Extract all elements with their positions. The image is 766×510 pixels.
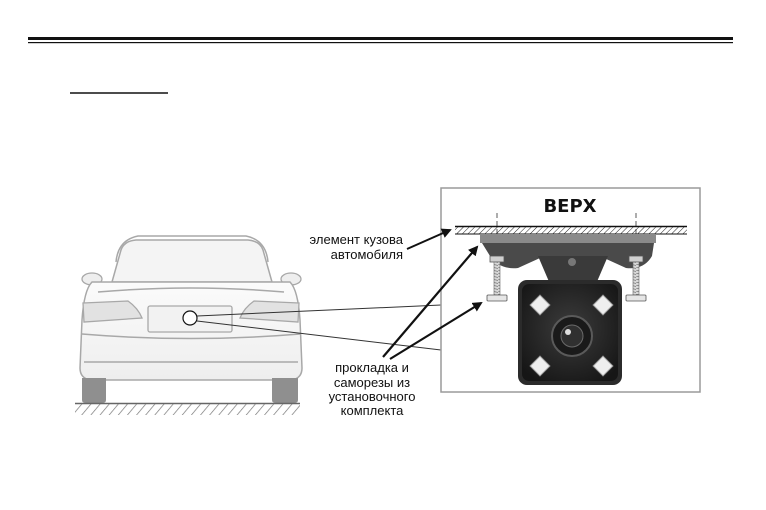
svg-text:элемент кузова: элемент кузова	[310, 232, 404, 247]
car-roof	[115, 235, 269, 263]
svg-text:установочного: установочного	[329, 389, 416, 404]
gasket-arrow	[382, 245, 479, 358]
header-rule	[28, 37, 733, 44]
detail-box: ВЕРХ	[440, 187, 701, 393]
car-wheel-right	[272, 378, 298, 403]
body-panel-arrow	[406, 228, 452, 250]
mount-location-marker	[182, 310, 198, 326]
car-trunk-lid	[97, 287, 285, 293]
screw-left	[486, 255, 508, 302]
body-panel-label: элемент кузова автомобиля	[310, 232, 404, 262]
car-bumper-crease	[81, 333, 301, 340]
svg-text:прокладка и: прокладка и	[335, 360, 409, 375]
gasket	[480, 234, 656, 243]
ground-hatch	[75, 404, 300, 415]
ground	[75, 402, 300, 415]
led-icon	[529, 294, 551, 316]
svg-text:комплекта: комплекта	[341, 403, 404, 418]
kit-label: прокладка и саморезы из установочного ко…	[329, 360, 416, 418]
car-tail-light-left	[82, 300, 143, 323]
led-icon	[529, 355, 551, 377]
top-label: ВЕРХ	[543, 196, 596, 217]
screw-arrow	[389, 301, 483, 360]
car-rear-view	[79, 235, 303, 403]
car-rear-window	[111, 239, 273, 283]
camera	[518, 280, 622, 385]
led-icon	[592, 294, 614, 316]
svg-text:автомобиля: автомобиля	[331, 247, 403, 262]
car-wheel-left	[82, 378, 106, 403]
camera-lens-icon	[551, 315, 593, 357]
mounting-bracket	[480, 234, 656, 284]
car-tail-light-right	[239, 300, 300, 323]
led-icon	[592, 355, 614, 377]
screw-right	[625, 255, 647, 302]
callout-line-top	[196, 304, 442, 317]
callout-line-bottom	[196, 320, 442, 351]
car-body-panel	[455, 225, 687, 235]
svg-text:саморезы из: саморезы из	[334, 375, 410, 390]
